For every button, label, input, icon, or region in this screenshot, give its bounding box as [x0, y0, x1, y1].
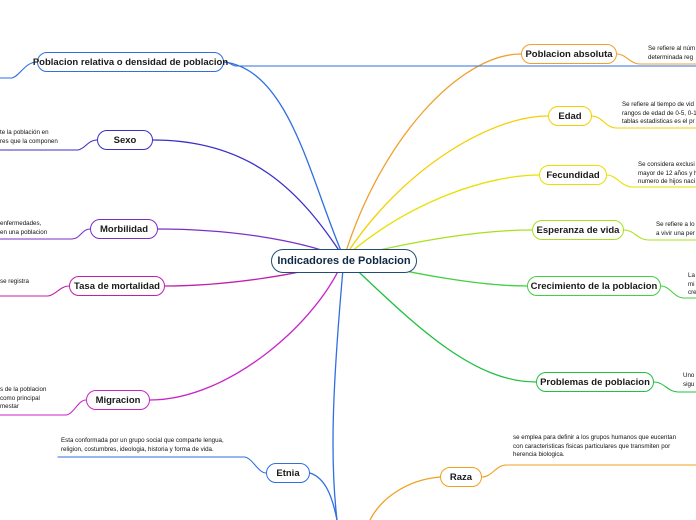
note-line: cre: [688, 289, 696, 297]
link-edad: [343, 115, 549, 259]
topic-esperanza-vida[interactable]: Esperanza de vida: [532, 220, 624, 240]
topic-migracion[interactable]: Migracion: [86, 390, 150, 410]
note-line: Se refiere al núm: [648, 45, 696, 52]
note-line: mi: [688, 280, 695, 288]
note-morbilidad: enfermedades,en una poblacion: [0, 220, 75, 237]
note-line: rangos de edad de 0-5, 0-1: [622, 109, 696, 117]
underline-etnia: [57, 456, 267, 474]
underline-poblacion-relativa-left: [223, 61, 696, 67]
underline-fecundidad: [606, 174, 696, 188]
underline-raza: [481, 464, 696, 478]
underline-tasa-mortalidad: [0, 285, 70, 297]
note-raza: se emplea para definir a los grupos huma…: [513, 434, 696, 460]
note-line: se emplea para definir a los grupos huma…: [513, 434, 677, 441]
topic-sexo[interactable]: Sexo: [97, 130, 153, 150]
topic-etnia[interactable]: Etnia: [266, 463, 310, 483]
topic-edad[interactable]: Edad: [548, 106, 592, 126]
note-line: Se considera exclusi: [638, 161, 695, 168]
note-line: te la población en: [0, 129, 49, 136]
note-line: res que la componen: [0, 137, 58, 145]
link-poblacion-absoluta: [343, 53, 522, 259]
topic-crecimiento[interactable]: Crecimiento de la poblacion: [527, 276, 661, 296]
note-line: como principal: [0, 394, 40, 402]
link-poblacion-relativa: [223, 61, 345, 259]
topic-poblacion-absoluta[interactable]: Poblacion absoluta: [521, 44, 617, 64]
note-line: enfermedades,: [0, 220, 42, 227]
topic-morbilidad[interactable]: Morbilidad: [90, 219, 158, 239]
topic-problemas[interactable]: Problemas de poblacion: [536, 372, 654, 392]
underline-poblacion-absoluta: [616, 53, 696, 65]
link-problemas: [343, 257, 537, 383]
link-migracion: [149, 257, 345, 401]
note-line: Uno: [683, 372, 695, 379]
underline-poblacion-relativa: [0, 61, 38, 79]
topic-fecundidad[interactable]: Fecundidad: [539, 165, 607, 185]
underline-problemas: [653, 381, 696, 393]
note-line: tablas estadisticas es el pr: [622, 118, 695, 126]
note-line: religion, costumbres, ideologia, histori…: [61, 445, 214, 453]
link-fecundidad: [343, 174, 540, 259]
underline-morbilidad: [0, 228, 91, 240]
note-line: Esta conformada por un grupo social que …: [61, 437, 224, 444]
note-line: s de la poblacion: [0, 386, 47, 393]
underline-sexo: [0, 139, 98, 151]
note-line: con caracteristicas fisicas particulares…: [513, 442, 671, 450]
note-line: se registra: [0, 278, 29, 285]
note-line: Se refiere a lo: [656, 221, 695, 228]
link-trunk-lower: [332, 257, 345, 520]
central-topic[interactable]: Indicadores de Poblacion: [271, 249, 417, 273]
note-etnia: Esta conformada por un grupo social que …: [61, 437, 245, 454]
note-line: Se refiere al tiempo de vid: [622, 101, 694, 108]
underline-crecimiento: [660, 285, 696, 299]
link-etnia: [309, 472, 338, 520]
underline-migracion: [0, 399, 87, 416]
topic-tasa-mortalidad[interactable]: Tasa de mortalidad: [69, 276, 165, 296]
note-line: herencia biologica.: [513, 451, 565, 459]
note-line: numero de hijos naci: [638, 178, 696, 186]
underline-edad: [591, 115, 696, 129]
note-line: determinada reg: [648, 53, 694, 61]
note-line: sigu: [683, 380, 695, 388]
underline-esperanza-vida: [623, 229, 696, 241]
link-sexo: [152, 139, 345, 259]
topic-poblacion-relativa[interactable]: Poblacion relativa o densidad de poblaci…: [33, 52, 228, 72]
note-tasa-mortalidad: se registra: [0, 278, 40, 287]
note-line: a vivir una per: [656, 229, 695, 237]
note-line: mestar: [0, 403, 19, 411]
note-line: La: [688, 272, 695, 279]
topic-raza[interactable]: Raza: [440, 467, 482, 487]
note-line: mayor de 12 años y h: [638, 169, 696, 177]
note-line: en una poblacion: [0, 228, 48, 236]
link-raza: [369, 476, 441, 520]
